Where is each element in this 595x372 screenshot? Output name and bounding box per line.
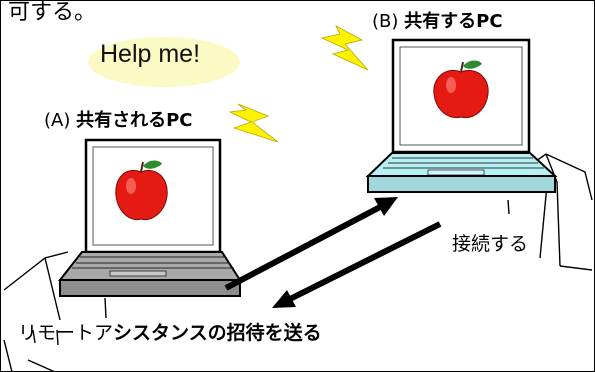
- label-pc-b-strong: 共有するPC: [404, 11, 503, 32]
- speech-bubble-text: Help me!: [100, 40, 201, 68]
- invite-label-strong: シスタンスの招待を送る: [113, 322, 322, 344]
- speech-bubble: [88, 37, 240, 87]
- lightning-icon-top: [320, 25, 369, 71]
- connect-label: 接続する: [452, 233, 529, 255]
- arrow-icon-to-a: [272, 221, 442, 308]
- invite-label: リモートアシスタンスの招待を送る: [18, 321, 322, 345]
- label-pc-b: (B) 共有するPC: [372, 11, 503, 33]
- label-pc-a-strong: 共有されるPC: [76, 110, 193, 131]
- house-a-outline: [3, 251, 107, 372]
- apple-icon-b: [433, 60, 489, 119]
- top-text: 可する。: [8, 0, 97, 25]
- lightning-icon-middle: [228, 103, 279, 143]
- label-pc-a: (A) 共有されるPC: [44, 110, 193, 132]
- arrow-icon-to-b: [224, 197, 398, 291]
- apple-icon-a: [115, 160, 168, 221]
- label-pc-b-prefix: (B): [372, 11, 399, 32]
- invite-label-plain: リモートア: [18, 322, 114, 344]
- label-pc-a-prefix: (A): [44, 110, 71, 131]
